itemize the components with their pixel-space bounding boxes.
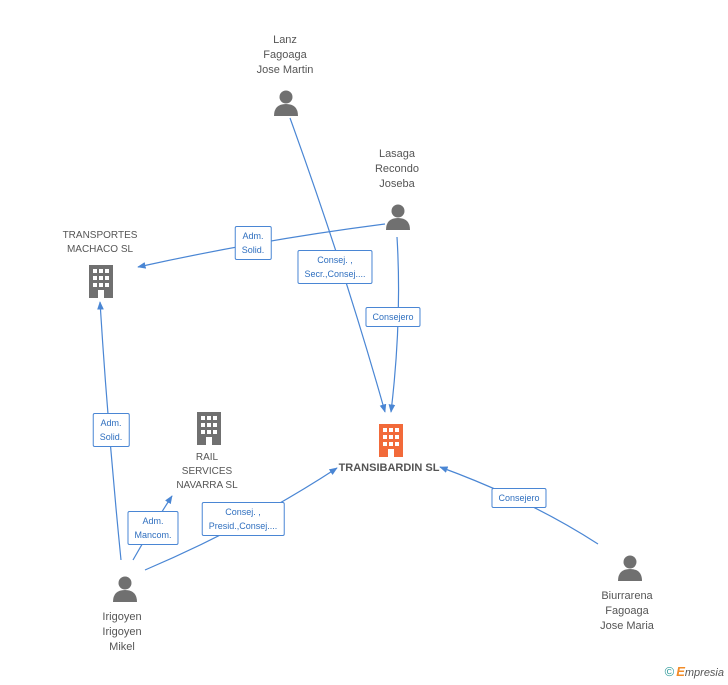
- copyright-symbol: ©: [664, 664, 675, 679]
- person-name-lanz: Lanz Fagoaga Jose Martin: [256, 34, 314, 76]
- edge-label-lasaga-transibardin[interactable]: Consejero: [365, 307, 421, 327]
- building-icon[interactable]: [86, 264, 116, 298]
- edge-label-lasaga-transportes[interactable]: Adm. Solid.: [234, 226, 272, 260]
- person-name-irigoyen: Irigoyen Irigoyen Mikel: [102, 611, 142, 653]
- company-name-transportes: TRANSPORTES MACHACO SL: [62, 230, 138, 255]
- building-icon[interactable]: [376, 423, 406, 457]
- person-icon[interactable]: [615, 553, 645, 583]
- person-name-biurrarena: Biurrarena Fagoaga Jose Maria: [600, 590, 654, 632]
- building-icon[interactable]: [194, 411, 224, 445]
- edge-label-lanz-transibardin[interactable]: Consej. , Secr.,Consej....: [297, 250, 373, 284]
- edge-label-biurrarena-transibardin[interactable]: Consejero: [491, 488, 547, 508]
- brand-initial: E: [676, 664, 685, 679]
- empresia-logo[interactable]: ©Empresia: [665, 664, 724, 679]
- edge-label-irigoyen-transibardin[interactable]: Consej. , Presid.,Consej....: [201, 502, 285, 536]
- person-icon[interactable]: [271, 88, 301, 118]
- person-icon[interactable]: [383, 202, 413, 232]
- person-icon[interactable]: [110, 574, 140, 604]
- company-name-transibardin: TRANSIBARDIN SL: [338, 462, 440, 474]
- person-name-lasaga: Lasaga Recondo Joseba: [374, 148, 420, 190]
- edge-label-irigoyen-transportes[interactable]: Adm. Solid.: [92, 413, 130, 447]
- company-name-rail: RAIL SERVICES NAVARRA SL: [176, 452, 238, 491]
- brand-name: mpresia: [684, 667, 724, 679]
- edge-label-irigoyen-rail[interactable]: Adm. Mancom.: [127, 511, 179, 545]
